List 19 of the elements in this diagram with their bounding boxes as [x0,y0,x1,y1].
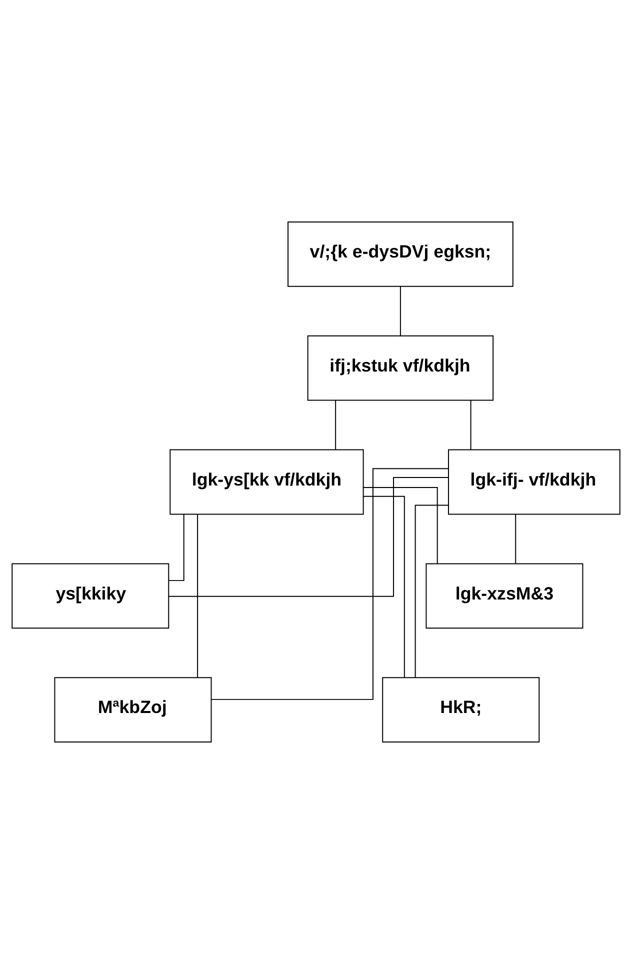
node-box: lgk-ys[kk vf/kdkjh [170,448,364,514]
connector [515,513,516,564]
node-box: MªkbZoj [54,676,212,742]
node-box: HkR; [382,676,540,742]
connector [168,513,184,581]
connector [400,286,401,336]
node-box: ys[kkiky [12,562,170,628]
connector [414,504,449,678]
connector [197,514,198,678]
connector [211,468,449,700]
node-box: lgk-xzsM&3 [426,562,584,628]
node-box: ifj;kstuk vf/kdkjh [307,334,494,400]
connector [335,399,336,450]
connector [363,486,438,564]
node-box: v/;{k e-dysDVj egksn; [288,220,514,286]
node-box: lgk-ifj- vf/kdkjh [448,448,620,514]
connector [168,476,449,596]
connector [362,495,405,678]
connector [470,399,472,450]
